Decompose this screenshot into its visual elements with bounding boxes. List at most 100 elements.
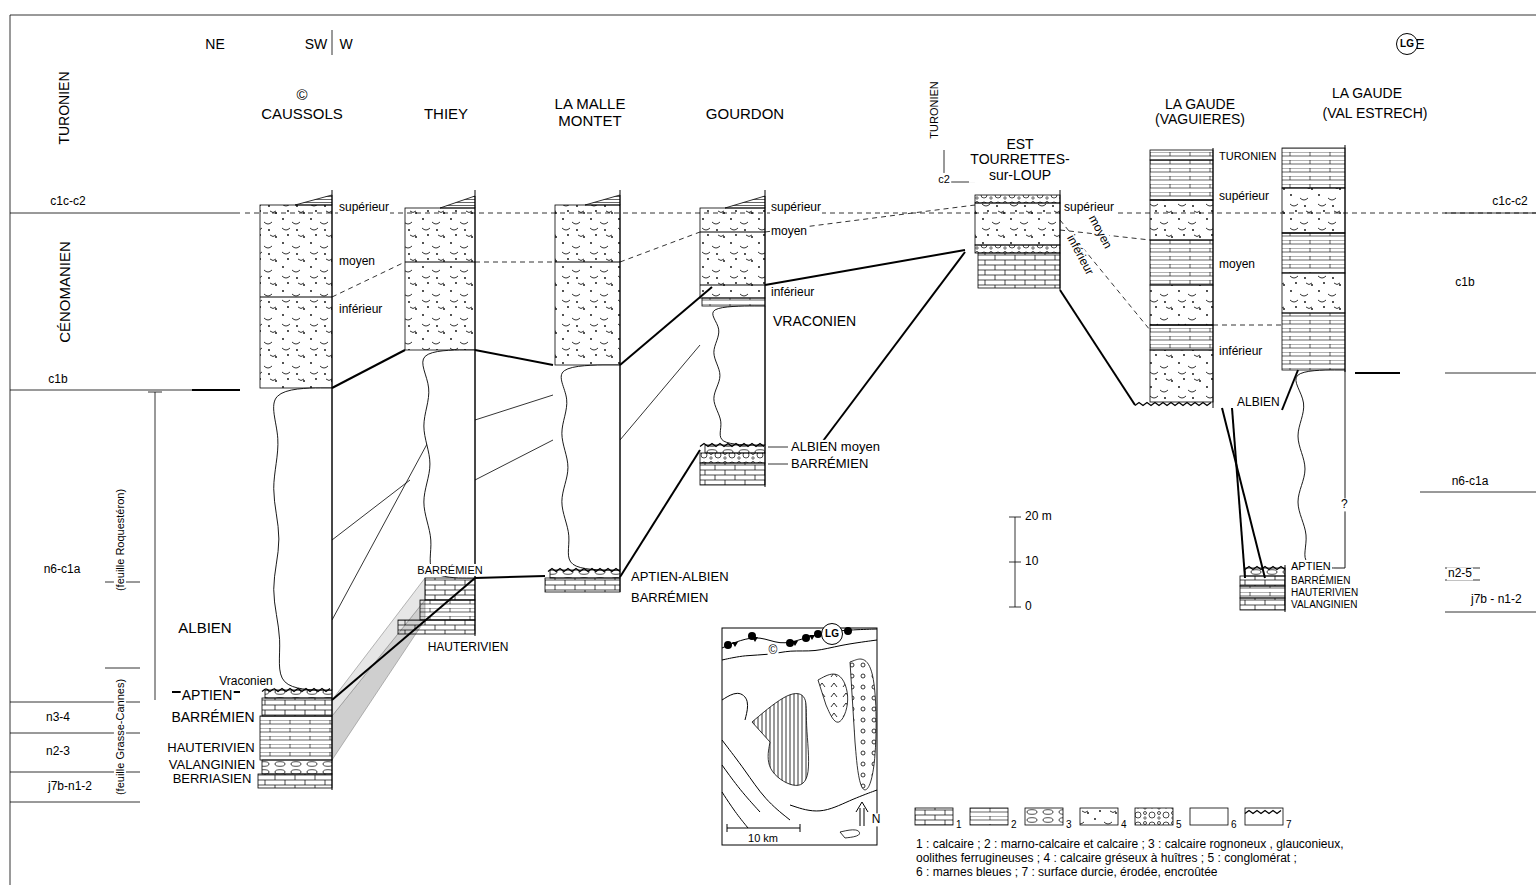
strata-label: 0 <box>1024 600 1033 613</box>
scale-bar <box>727 824 800 832</box>
legend-number: 6 <box>1230 819 1238 830</box>
marker-text: LG <box>1400 39 1414 49</box>
rock-layer <box>1240 598 1285 610</box>
strata-label: W <box>338 37 353 52</box>
section-axis <box>1285 565 1286 612</box>
strata-label: inférieur <box>770 286 815 299</box>
reference-line <box>1009 562 1021 563</box>
correlation-line <box>620 287 712 365</box>
reference-line <box>10 213 240 214</box>
strata-label: HAUTERIVIEN <box>166 741 255 755</box>
strata-label: c1b <box>1454 276 1475 289</box>
section-axis <box>700 285 765 286</box>
reference-line <box>155 392 156 700</box>
strata-label: BERRIASIEN <box>172 772 253 786</box>
strata-label: c1b <box>47 373 68 386</box>
strata-label: APTIEN <box>181 688 234 703</box>
strata-label: inférieur <box>1064 232 1097 278</box>
rock-layer <box>262 760 332 774</box>
section-location <box>802 634 810 642</box>
marl-profile <box>713 306 765 445</box>
reference-line <box>10 15 11 885</box>
strata-label: (VAL ESTRECH) <box>1321 106 1428 121</box>
map-region <box>818 674 848 722</box>
strata-label: 6 : marnes bleues ; 7 : surface durcie, … <box>915 866 1219 879</box>
rock-layer <box>405 208 475 350</box>
section-axis <box>700 232 765 233</box>
strata-label: 1 : calcaire ; 2 : marno-calcaire et cal… <box>915 838 1345 851</box>
reference-line <box>1009 607 1021 608</box>
correlation-line <box>475 350 553 365</box>
strata-label: supérieur <box>338 201 390 214</box>
strata-label: 10 km <box>747 832 779 844</box>
inset-map <box>722 627 877 845</box>
section-axis <box>1150 325 1213 326</box>
legend-number: 4 <box>1120 819 1128 830</box>
hardground <box>548 569 620 572</box>
reference-line <box>768 447 788 448</box>
strata-label: supérieur <box>770 201 822 214</box>
rock-layer <box>555 205 620 365</box>
rock-layer <box>425 578 475 600</box>
strata-label: ALBIEN moyen <box>790 440 881 454</box>
reference-line <box>105 668 140 669</box>
strata-label: THIEY <box>423 106 469 123</box>
hardground <box>1245 567 1285 570</box>
rock-layer <box>262 698 332 716</box>
map-line <box>790 790 877 811</box>
reference-line <box>332 30 333 55</box>
rock-layer <box>975 203 1060 245</box>
strata-label: SW <box>304 37 329 52</box>
correlation-dashed <box>475 262 553 263</box>
section-axis <box>1213 148 1214 408</box>
shale-wedge <box>440 196 475 208</box>
section-location <box>748 632 756 640</box>
strata-label: LA GAUDE (VAGUIERES) <box>1144 97 1256 128</box>
rock-layer <box>1150 285 1213 325</box>
section-location <box>724 641 732 649</box>
rock-layer <box>1150 350 1213 402</box>
rock-layer <box>1282 233 1345 273</box>
strata-label: c2 <box>937 173 951 185</box>
location-marker: LG <box>1396 33 1418 55</box>
rock-layer <box>1240 586 1285 598</box>
rock-layer <box>978 253 1060 288</box>
strata-label: ? <box>1340 498 1349 511</box>
strata-label: n6-c1a <box>1451 475 1490 488</box>
strata-label: EST TOURRETTES-sur-LOUP <box>969 137 1071 183</box>
strata-label: n2-3 <box>45 745 71 758</box>
hardground <box>262 689 330 692</box>
map-line <box>722 640 877 660</box>
correlation-line <box>192 389 240 391</box>
rock-layer <box>398 620 475 634</box>
legend-swatch <box>1135 808 1173 825</box>
correlation-line <box>620 450 700 577</box>
section-axis <box>765 190 766 487</box>
strata-label: N <box>871 813 882 826</box>
reference-line <box>1355 373 1400 374</box>
strata-label: moyen <box>770 225 808 238</box>
section-location <box>844 627 852 635</box>
marl-profile <box>423 350 475 578</box>
map-line <box>722 792 748 828</box>
section-axis <box>405 262 475 263</box>
strata-label: Vraconien <box>218 675 274 688</box>
rock-layer <box>258 774 332 788</box>
rock-layer <box>1282 148 1345 188</box>
strata-label: 10 <box>1024 555 1039 568</box>
correlation-line <box>1222 408 1265 578</box>
thrust-tooth <box>732 642 738 647</box>
strata-label: VALANGINIEN <box>168 758 256 772</box>
shale-wedge <box>585 195 620 205</box>
marl-profile <box>1296 370 1345 568</box>
rock-layer <box>700 208 765 298</box>
section-axis <box>260 297 332 298</box>
section-axis <box>1345 145 1346 372</box>
legend-number: 1 <box>955 819 963 830</box>
strata-label: 20 m <box>1024 510 1053 523</box>
legend-swatch <box>1245 808 1283 825</box>
legend-swatch <box>1025 808 1063 825</box>
rock-layer <box>1150 200 1213 240</box>
legend-number: 3 <box>1065 819 1073 830</box>
section-axis <box>1150 200 1213 201</box>
